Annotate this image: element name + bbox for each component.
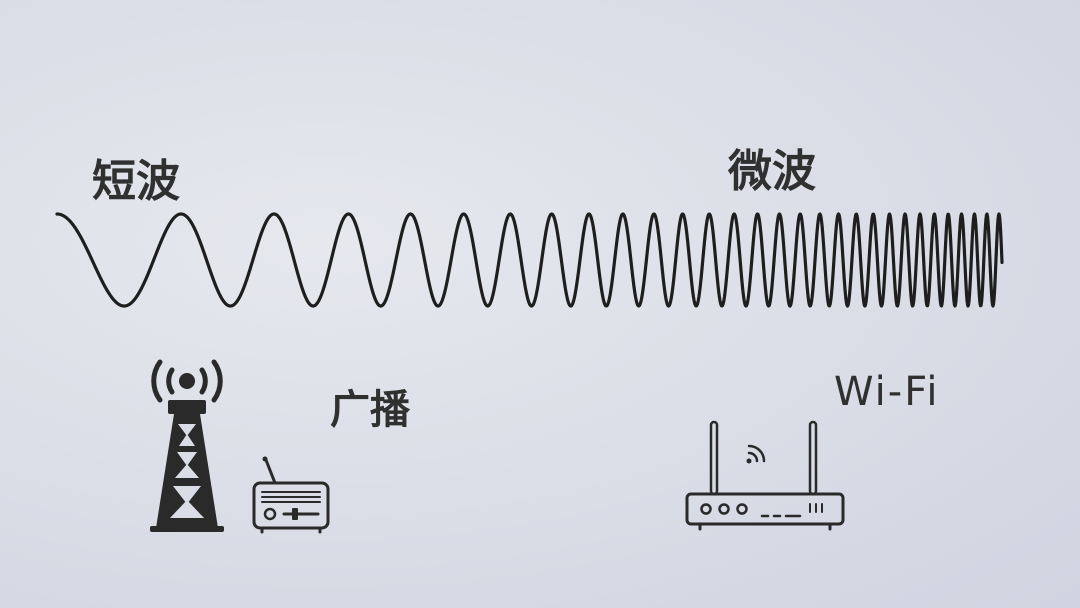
wifi-label: Wi-Fi (834, 369, 940, 415)
frequency-wave (55, 212, 1004, 308)
broadcast-label: 广播 (330, 387, 410, 433)
radio-tower-icon (150, 359, 224, 532)
short-wave-label: 短波 (92, 156, 180, 207)
microwave-label: 微波 (728, 146, 816, 197)
wifi-router-icon (685, 420, 845, 531)
radio-receiver-icon (252, 456, 330, 534)
